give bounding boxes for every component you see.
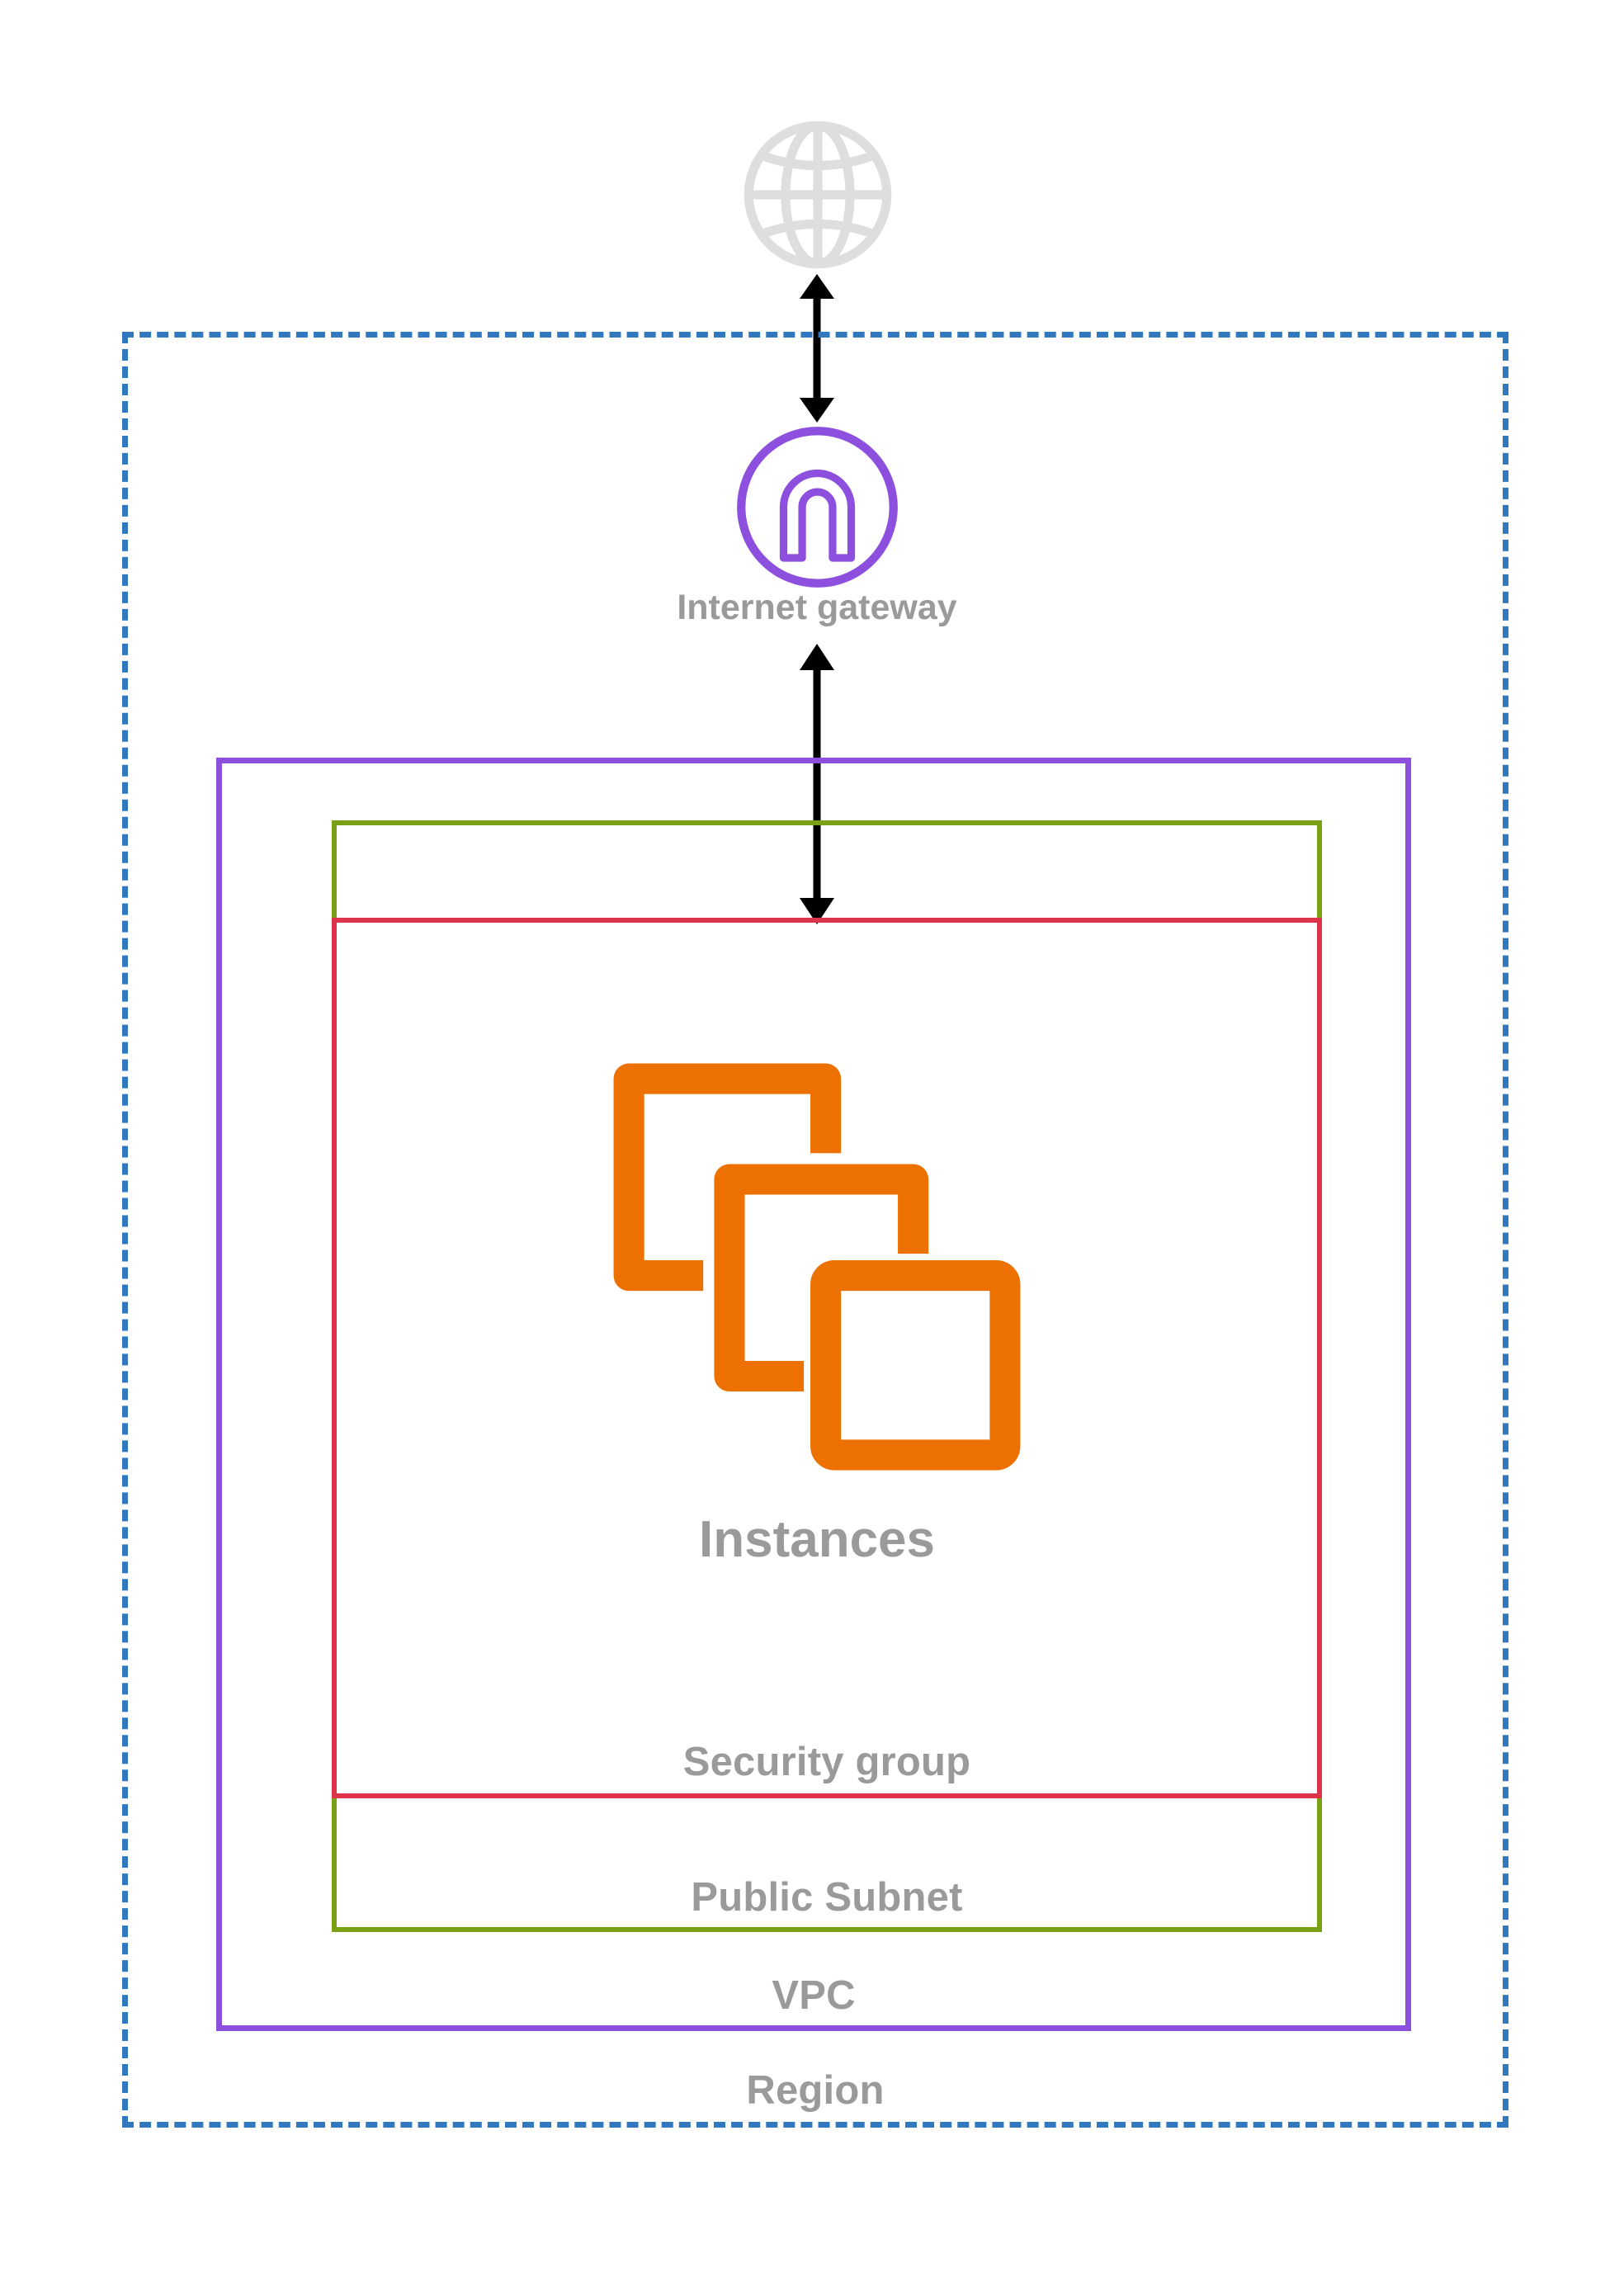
region-container: Region	[122, 332, 1508, 2128]
internet-gateway-label: Internet gateway	[677, 588, 957, 627]
vpc-label: VPC	[772, 1973, 856, 2018]
instances-label: Instances	[698, 1511, 936, 1568]
security-group-container: Security group	[332, 918, 1322, 1798]
instances-icon	[598, 1048, 1036, 1486]
connector-internet-to-gateway	[780, 274, 854, 423]
connector-gateway-to-security-group	[780, 644, 854, 924]
vpc-container: VPC	[216, 758, 1411, 2031]
security-group-label: Security group	[682, 1740, 971, 1784]
public-subnet-label: Public Subnet	[691, 1875, 963, 1920]
region-label: Region	[746, 2068, 885, 2113]
globe-icon	[741, 118, 895, 272]
internet-gateway-icon	[733, 423, 902, 592]
